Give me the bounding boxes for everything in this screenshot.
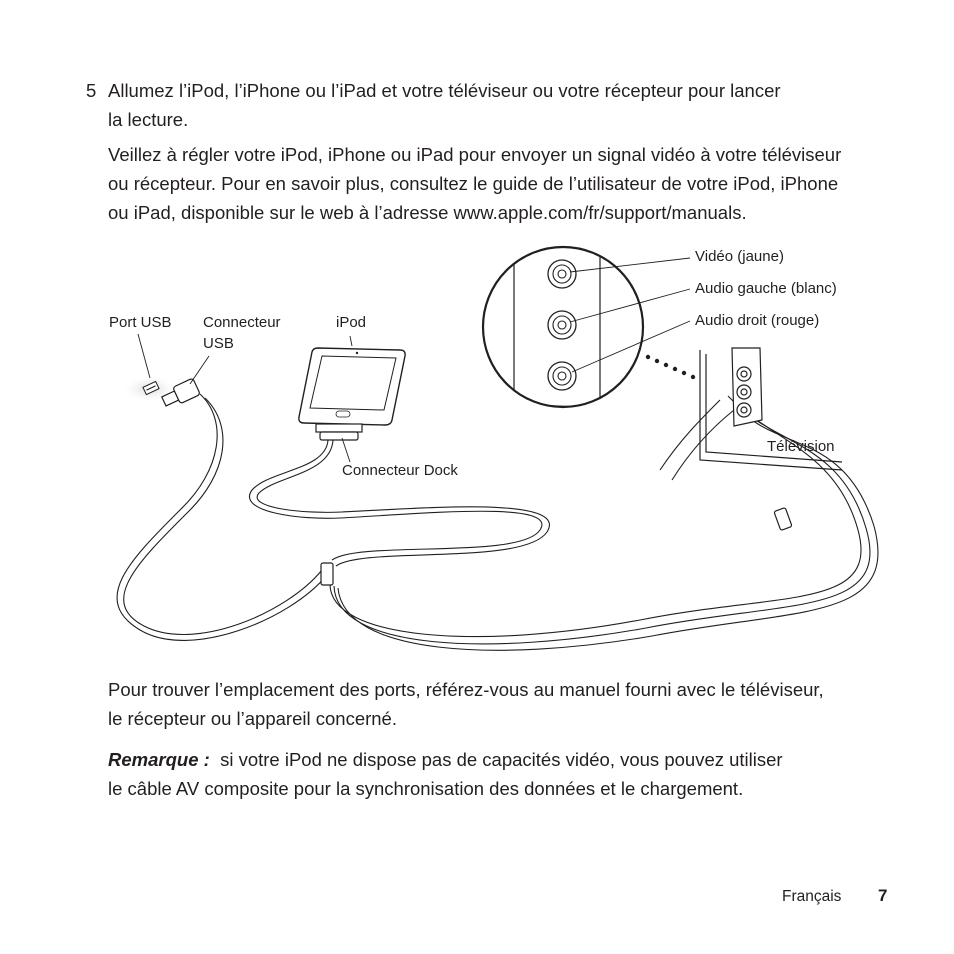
zoom-dots (645, 354, 696, 380)
step-text: Allumez l’iPod, l’iPhone ou l’iPad et vo… (108, 76, 898, 134)
para1-line-2: ou récepteur. Pour en savoir plus, consu… (108, 173, 839, 194)
label-connecteur-usb-1: Connecteur (203, 314, 281, 331)
label-connecteur-usb-2: USB (203, 335, 234, 352)
label-television: Télévision (767, 438, 835, 455)
dock-connector (315, 423, 363, 441)
av-cable (116, 393, 879, 651)
para2-line-2: le récepteur ou l’appareil concerné. (108, 708, 397, 729)
para2-line-1: Pour trouver l’emplacement des ports, ré… (108, 679, 824, 700)
ipod-device (298, 347, 406, 426)
paragraph-port-location: Pour trouver l’emplacement des ports, ré… (108, 675, 898, 733)
label-ipod: iPod (336, 314, 367, 331)
para1-line-1: Veillez à régler votre iPod, iPhone ou i… (108, 144, 842, 165)
step-line-1: Allumez l’iPod, l’iPhone ou l’iPad et vo… (108, 80, 781, 101)
paragraph-video-settings: Veillez à régler votre iPod, iPhone ou i… (108, 140, 898, 227)
usb-connector (160, 378, 200, 407)
footer-language: Français (782, 888, 842, 905)
note-paragraph: Remarque : si votre iPod ne dispose pas … (108, 745, 898, 803)
note-label: Remarque : (108, 749, 210, 770)
note-line-1: si votre iPod ne dispose pas de capacité… (220, 749, 783, 770)
rca-plugs (736, 366, 752, 418)
note-line-2: le câble AV composite pour la synchronis… (108, 778, 744, 799)
label-audio-gauche: Audio gauche (blanc) (695, 280, 837, 297)
para1-line-3: ou iPad, disponible sur le web à l’adres… (108, 202, 747, 223)
step-line-2: la lecture. (108, 109, 189, 130)
leader-lines (137, 257, 691, 463)
page-number: 7 (878, 886, 888, 905)
cable-ferrite (773, 507, 793, 531)
label-video: Vidéo (jaune) (695, 248, 784, 265)
magnified-ports (481, 245, 645, 409)
label-connecteur-dock: Connecteur Dock (342, 462, 458, 479)
label-audio-droit: Audio droit (rouge) (695, 312, 820, 329)
step-number: 5 (86, 80, 97, 101)
label-port-usb: Port USB (109, 314, 172, 331)
usb-port (142, 380, 160, 396)
cable-junction (320, 562, 334, 586)
